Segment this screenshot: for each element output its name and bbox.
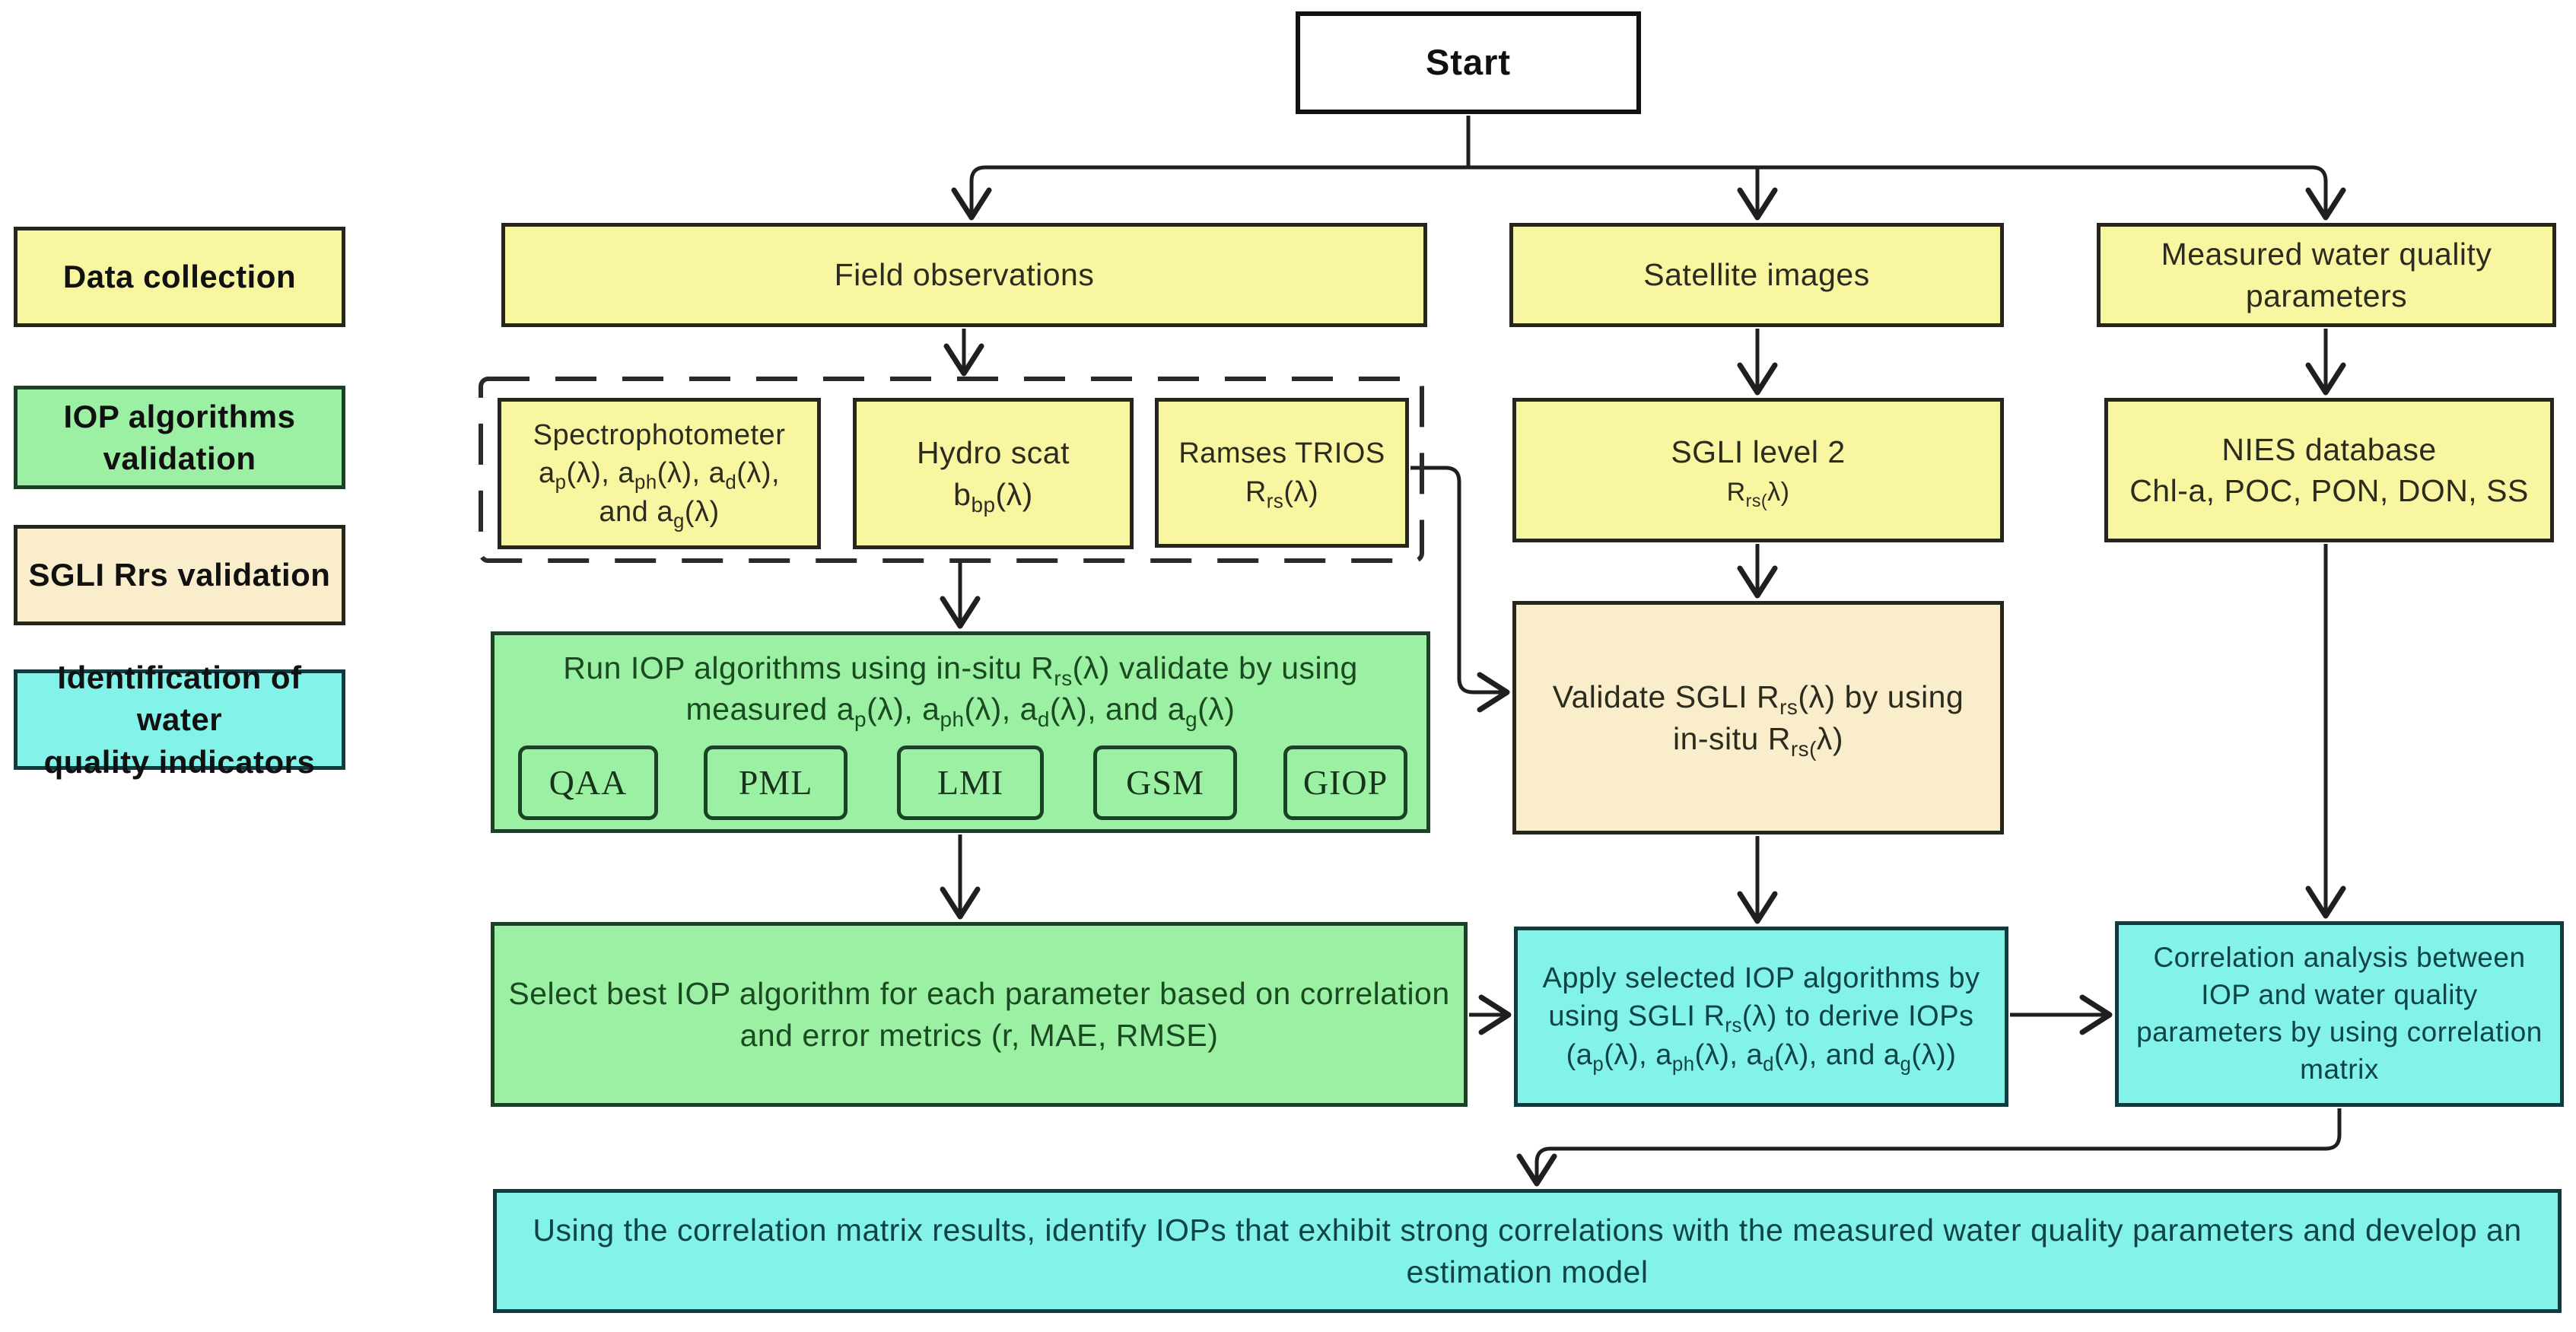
node-select-best-iop: Select best IOP algorithm for each param…	[491, 922, 1468, 1107]
legend-sgli-validation: SGLI Rrs validation	[14, 525, 345, 625]
legend-sgli-validation-label: SGLI Rrs validation	[28, 557, 331, 593]
legend-data-collection: Data collection	[14, 227, 345, 327]
instruments-dashed-group	[479, 377, 1424, 563]
select-best-iop-label: Select best IOP algorithm for each param…	[508, 976, 1450, 1053]
start-node: Start	[1296, 11, 1641, 114]
algo-gsm-label: GSM	[1126, 762, 1204, 802]
algo-box-pml: PML	[704, 745, 848, 820]
algo-box-giop: GIOP	[1283, 745, 1407, 820]
node-run-iop-algorithms: Run IOP algorithms using in-situ Rrs(λ) …	[491, 631, 1430, 833]
algo-box-lmi: LMI	[897, 745, 1044, 820]
node-field-observations: Field observations	[501, 223, 1427, 327]
connector-correlation-to-identify	[1516, 1108, 2342, 1187]
node-satellite-images: Satellite images	[1509, 223, 2004, 327]
algo-qaa-label: QAA	[549, 762, 628, 802]
field-observations-label: Field observations	[834, 257, 1095, 293]
sgli-level2-sub: Rrs(λ)	[1726, 477, 1790, 510]
connector-distribution-line	[969, 165, 2328, 186]
run-iop-algorithms-label: Run IOP algorithms using in-situ Rrs(λ) …	[563, 650, 1358, 732]
legend-iop-validation: IOP algorithms validation	[14, 386, 345, 489]
identify-model-label: Using the correlation matrix results, id…	[533, 1213, 2522, 1289]
algo-box-qaa: QAA	[518, 745, 658, 820]
algo-lmi-label: LMI	[937, 762, 1004, 802]
algo-pml-label: PML	[738, 762, 813, 802]
satellite-images-label: Satellite images	[1643, 257, 1870, 293]
node-sgli-level2: SGLI level 2 Rrs(λ)	[1512, 398, 2004, 542]
sgli-level2-title: SGLI level 2	[1671, 434, 1846, 469]
node-identify-model: Using the correlation matrix results, id…	[493, 1189, 2562, 1313]
start-label: Start	[1425, 42, 1512, 83]
connector-ramses-to-validate	[1410, 466, 1510, 713]
legend-data-collection-label: Data collection	[62, 259, 297, 295]
legend-iop-validation-label: IOP algorithms validation	[63, 398, 296, 476]
algo-box-gsm: GSM	[1093, 745, 1237, 820]
algo-giop-label: GIOP	[1302, 762, 1388, 802]
